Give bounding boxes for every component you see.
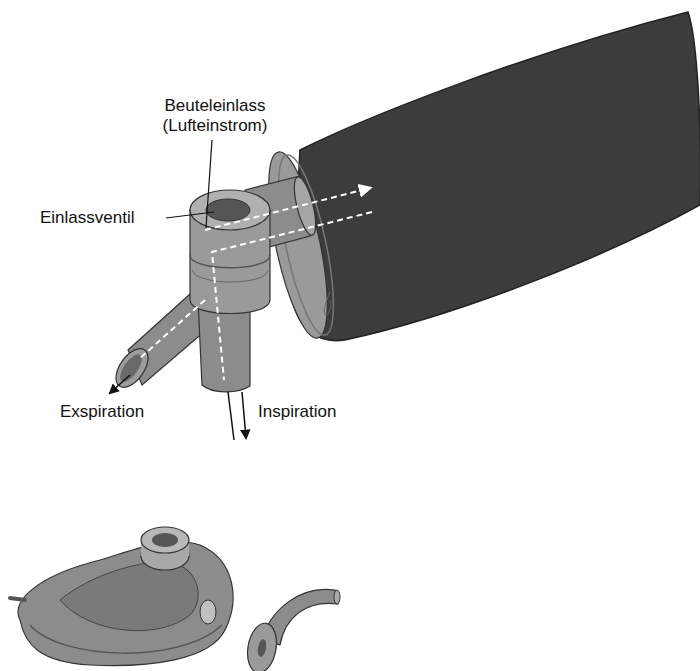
- inlet-valve: [206, 199, 250, 221]
- airflow-return: [212, 212, 372, 380]
- valve-ring: [190, 255, 270, 268]
- guedel-flange: [244, 621, 280, 671]
- guedel-opening: [256, 638, 267, 657]
- tie-string: [324, 292, 330, 316]
- bag: [292, 12, 700, 341]
- mask-connector-top: [141, 527, 189, 553]
- mask-connector-hole: [152, 533, 178, 547]
- part-label: Inspiration: [258, 402, 378, 422]
- part-label: Beuteleinlass (Lufteinstrom): [140, 96, 290, 136]
- face-mask-dome: [60, 562, 198, 631]
- bag-tube-end: [290, 175, 320, 237]
- expiration-arrow: [110, 375, 130, 393]
- part-label: Exspiration: [60, 402, 180, 422]
- guedel-tip: [334, 590, 340, 604]
- leader-line: [166, 212, 214, 218]
- mask-valve-nub: [200, 600, 216, 624]
- airflow-in: [205, 188, 370, 230]
- leader-line: [206, 140, 212, 228]
- part-label: Einlassventil: [40, 208, 170, 228]
- mask-hook: [10, 598, 25, 600]
- expiration-port: [110, 343, 155, 393]
- inspiration-arrow: [242, 392, 246, 438]
- inspiration-line: [228, 392, 234, 440]
- face-mask: [18, 541, 233, 665]
- airflow-exp: [138, 300, 205, 360]
- bag-collar-ring: [267, 151, 344, 339]
- valve-ring-2: [192, 270, 268, 282]
